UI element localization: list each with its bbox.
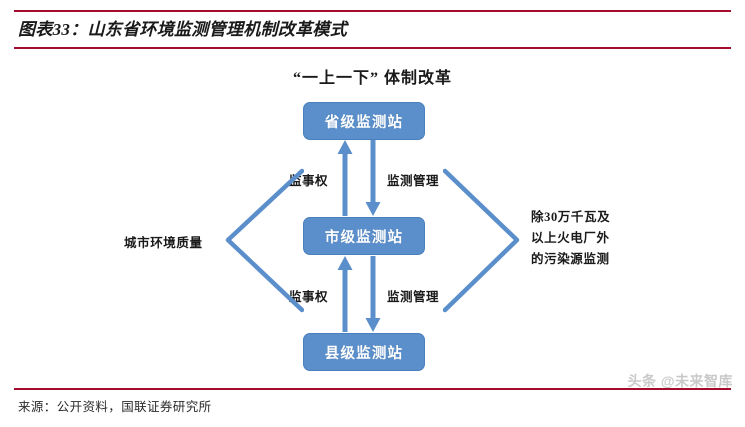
- edge-label-supervision-upper: 监事权: [289, 174, 329, 188]
- side-label-line-2: 以上火电厂外: [531, 231, 610, 245]
- bracket-right-icon: [443, 168, 520, 313]
- watermark: 头条 @未来智库: [627, 373, 733, 389]
- node-county-station: 县级监测站: [303, 333, 425, 371]
- arrow-down-icon: [365, 256, 381, 332]
- arrow-down-icon: [365, 140, 381, 216]
- edge-label-supervision-lower: 监事权: [289, 290, 329, 304]
- footer-rule: [14, 388, 731, 390]
- side-label-urban-air-quality: 城市环境质量: [124, 236, 203, 250]
- edge-label-monitoring-lower: 监测管理: [387, 290, 440, 304]
- side-label-pollution-source: 除30万千瓦及 以上火电厂外 的污染源监测: [531, 207, 610, 270]
- arrow-up-icon: [337, 256, 353, 332]
- edge-label-monitoring-upper: 监测管理: [387, 174, 440, 188]
- header-rule-bottom: [14, 47, 731, 49]
- side-label-line-3: 的污染源监测: [531, 252, 610, 266]
- arrow-pair-city-county: [337, 256, 381, 332]
- page-title: 图表33：山东省环境监测管理机制改革模式: [18, 20, 347, 39]
- diagram-subtitle: “一上一下” 体制改革: [292, 70, 452, 87]
- header-rule-top: [14, 10, 731, 12]
- arrow-up-icon: [337, 140, 353, 216]
- node-city-station: 市级监测站: [303, 217, 425, 255]
- source-note: 来源：公开资料，国联证券研究所: [18, 400, 212, 414]
- side-label-line-1: 除30万千瓦及: [531, 210, 611, 224]
- node-province-station: 省级监测站: [303, 102, 425, 140]
- arrow-pair-province-city: [337, 140, 381, 216]
- bracket-left-icon: [225, 168, 304, 313]
